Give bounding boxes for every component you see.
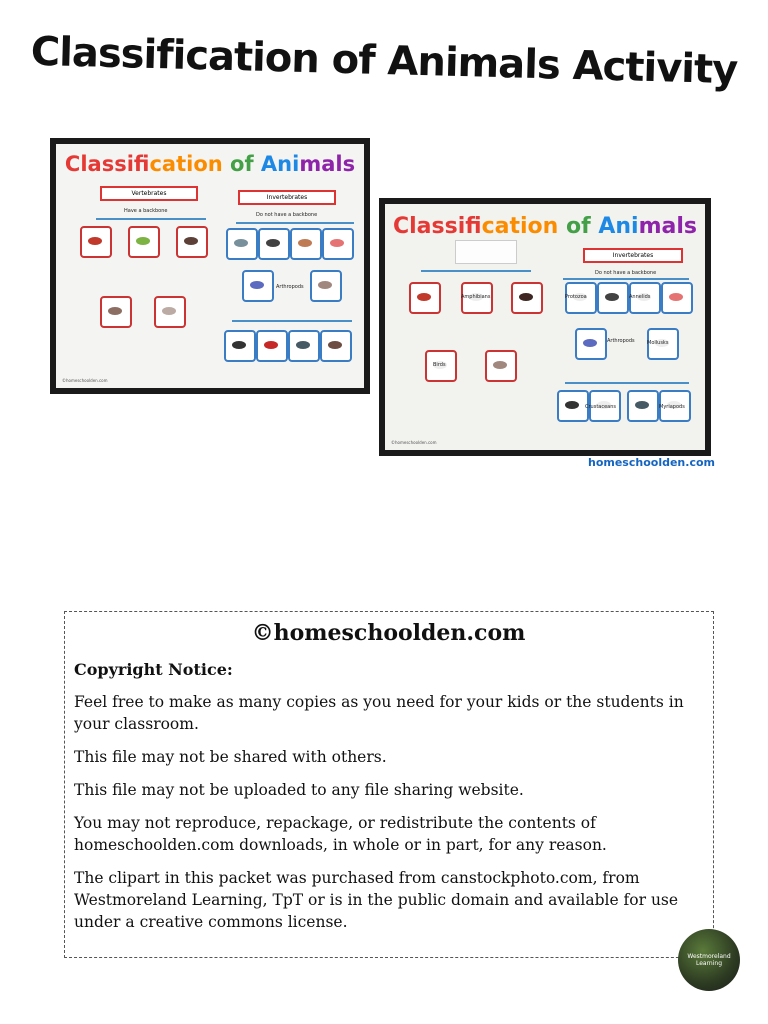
spider-card — [557, 390, 589, 422]
mollusk-card — [258, 228, 290, 260]
birds-card — [425, 350, 457, 382]
westmoreland-learning-logo: Westmoreland Learning — [678, 929, 740, 991]
sheet-footer: ©homeschoolden.com — [391, 440, 437, 445]
insect-card — [627, 390, 659, 422]
fish-card — [409, 282, 441, 314]
lift-flap — [455, 240, 517, 264]
connector-line — [565, 382, 689, 384]
myriapods-card — [659, 390, 691, 422]
myriapods-label: Myriapods — [659, 404, 685, 410]
spiny-card — [322, 228, 354, 260]
shell-card — [310, 270, 342, 302]
activity-photo-1: Classification of Animals Vertebrates In… — [50, 138, 370, 394]
crab-card — [256, 330, 288, 362]
centipede-card — [320, 330, 352, 362]
notice-paragraph: Feel free to make as many copies as you … — [74, 693, 684, 733]
soft-bodied-card — [575, 328, 607, 360]
mammal-card — [154, 296, 186, 328]
connector-line — [96, 218, 206, 220]
notice-heading: ©homeschoolden.com — [251, 620, 526, 646]
mollusks-card — [647, 328, 679, 360]
connector-line — [421, 270, 531, 272]
notice-paragraph: The clipart in this packet was purchased… — [74, 869, 679, 931]
sheet-footer: ©homeschoolden.com — [62, 378, 108, 383]
crustaceans-card — [589, 390, 621, 422]
classification-sheet: Classification of Animals Vertebrates In… — [56, 144, 364, 388]
copyright-notice: ©homeschoolden.com Copyright Notice: Fee… — [64, 611, 714, 958]
annelids-label: Annelids — [629, 294, 651, 300]
backbone-label: Have a backbone — [124, 208, 168, 214]
frog-card — [128, 226, 160, 258]
arthropods-label: Arthropods — [276, 284, 304, 290]
connector-line — [563, 278, 689, 280]
activity-photo-2: Classification of Animals Invertebrates … — [379, 198, 711, 456]
protozoa-card — [226, 228, 258, 260]
sheet-heading: Classification of Animals — [393, 214, 697, 239]
no-backbone-label: Do not have a backbone — [256, 212, 318, 218]
notice-paragraph: This file may not be uploaded to any fil… — [74, 781, 524, 799]
page-title: Classification of Animals Activity — [30, 28, 738, 94]
protozoa-label: Protozoa — [565, 294, 587, 300]
protozoa-card — [565, 282, 597, 314]
reptile-card — [176, 226, 208, 258]
birds-label: Birds — [433, 362, 446, 368]
mollusks-label: Mollusks — [647, 340, 669, 346]
spider-card — [224, 330, 256, 362]
reptile-card — [511, 282, 543, 314]
notice-paragraph: This file may not be shared with others. — [74, 748, 387, 766]
insect-card — [288, 330, 320, 362]
fish-card — [80, 226, 112, 258]
amphibians-label: Amphibians — [461, 294, 491, 300]
crustaceans-label: Crustaceans — [585, 404, 617, 410]
notice-paragraph: You may not reproduce, repackage, or red… — [74, 814, 607, 854]
amphibians-card — [461, 282, 493, 314]
invertebrates-box: Invertebrates — [583, 248, 683, 263]
caption-url: homeschoolden.com — [588, 456, 715, 469]
mammal-card — [485, 350, 517, 382]
annelids-card — [629, 282, 661, 314]
connector-line — [236, 222, 354, 224]
no-backbone-label: Do not have a backbone — [595, 270, 657, 276]
bird-card — [100, 296, 132, 328]
notice-subheading: Copyright Notice: — [74, 660, 233, 679]
spiny-card — [661, 282, 693, 314]
classification-sheet: Classification of Animals Invertebrates … — [385, 204, 705, 450]
logo-text: Learning — [695, 960, 723, 967]
arthropods-label: Arthropods — [607, 338, 635, 344]
invertebrates-box: Invertebrates — [238, 190, 336, 205]
logo-text: Westmoreland — [687, 953, 731, 960]
sheet-heading: Classification of Animals — [64, 152, 356, 176]
mollusk-card — [597, 282, 629, 314]
vertebrates-box: Vertebrates — [100, 186, 198, 201]
annelid-card — [290, 228, 322, 260]
soft-bodied-card — [242, 270, 274, 302]
connector-line — [232, 320, 352, 322]
